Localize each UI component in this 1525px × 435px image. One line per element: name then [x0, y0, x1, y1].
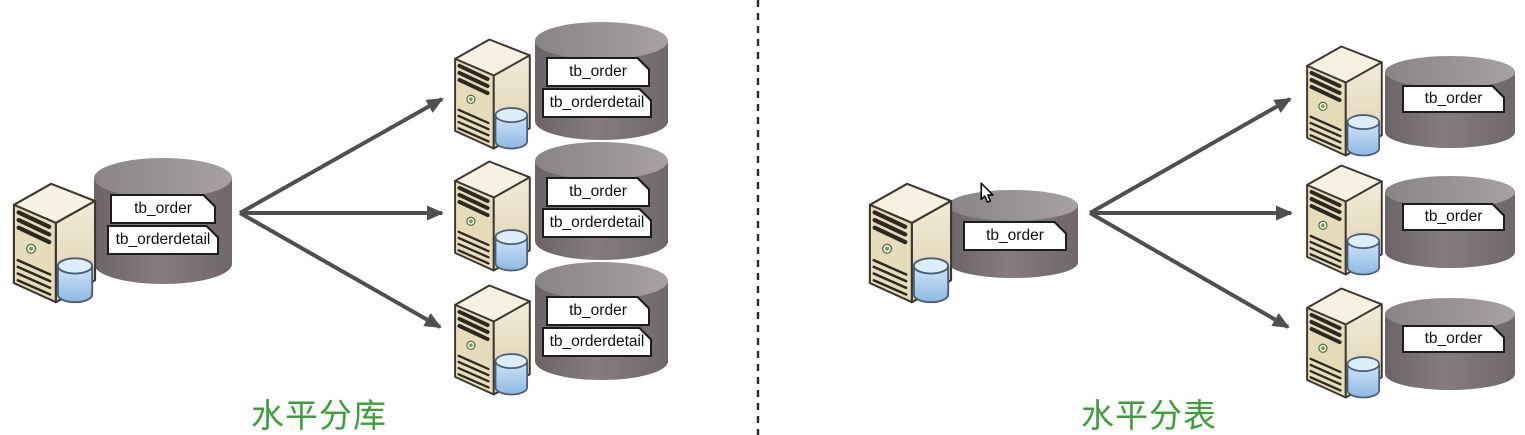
table-label: tb_order: [963, 221, 1067, 251]
table-label: tb_orderdetail: [107, 225, 219, 255]
right-caption: 水平分表: [1081, 397, 1217, 434]
table-label-text: tb_orderdetail: [544, 90, 650, 116]
table-label-text: tb_order: [112, 196, 214, 222]
table-label: tb_order: [546, 177, 650, 207]
table-label: tb_orderdetail: [542, 208, 652, 238]
table-label-text: tb_orderdetail: [544, 329, 650, 355]
table-label-text: tb_order: [965, 223, 1065, 249]
server-icon: [1305, 286, 1384, 400]
table-label: tb_order: [546, 57, 650, 87]
server-icon: [453, 283, 532, 397]
table-label-text: tb_order: [548, 179, 648, 205]
table-label: tb_order: [110, 194, 216, 224]
server-icon: [862, 180, 958, 306]
table-label-text: tb_order: [1404, 327, 1503, 351]
arrow-line: [1089, 211, 1290, 329]
right-fanout-arrows: [1089, 97, 1293, 329]
table-label: tb_orderdetail: [542, 327, 652, 357]
table-label-text: tb_order: [1404, 87, 1503, 111]
table-label: tb_order: [1402, 85, 1505, 113]
mouse-cursor-icon: [980, 182, 994, 203]
table-label-text: tb_orderdetail: [544, 210, 650, 236]
table-label: tb_orderdetail: [542, 88, 652, 118]
server-icon: [453, 159, 532, 273]
table-label-text: tb_order: [548, 298, 648, 324]
table-label: tb_order: [546, 296, 650, 326]
table-label: tb_order: [1402, 325, 1505, 353]
arrow-line: [1089, 97, 1292, 215]
server-icon: [1305, 44, 1384, 158]
table-label: tb_order: [1402, 203, 1505, 231]
arrow-line: [239, 211, 442, 329]
left-caption: 水平分库: [251, 397, 387, 434]
arrow-line: [239, 97, 444, 215]
table-label-text: tb_orderdetail: [109, 227, 217, 253]
server-icon: [453, 37, 532, 151]
table-label-text: tb_order: [548, 59, 648, 85]
table-label-text: tb_order: [1404, 205, 1503, 229]
server-icon: [1305, 163, 1384, 277]
server-icon: [6, 180, 102, 306]
left-fanout-arrows: [239, 97, 444, 329]
